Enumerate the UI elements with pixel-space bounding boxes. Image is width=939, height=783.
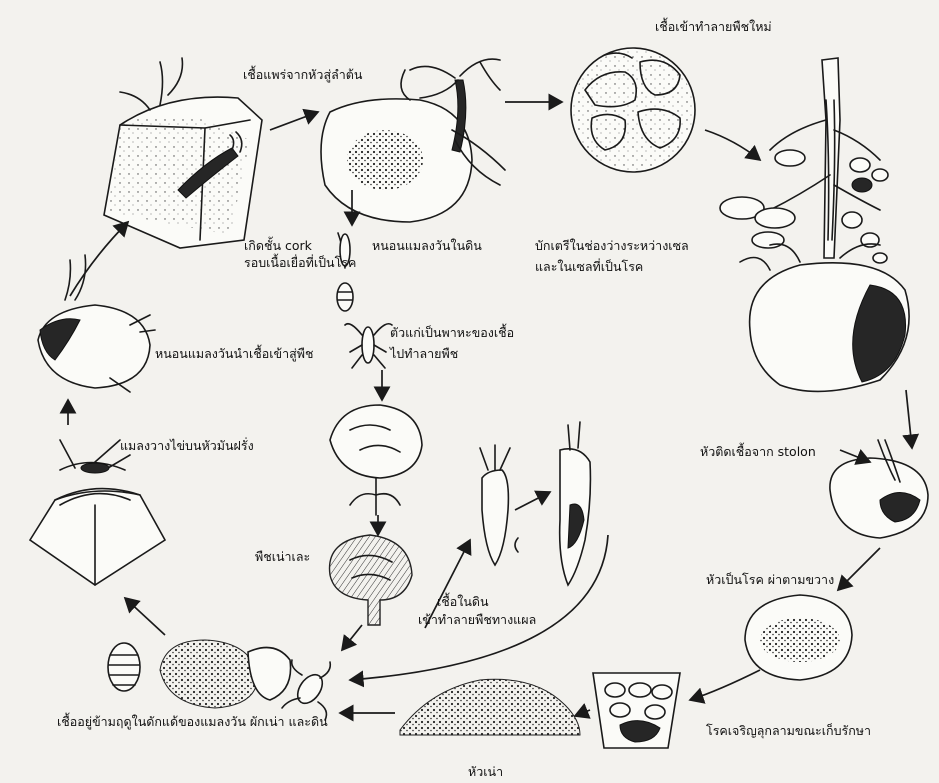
label-soil-line1: เชื้อในดิน bbox=[437, 593, 489, 610]
label-spread-to-stem: เชื้อแพร่จากหัวสู่ลำต้น bbox=[243, 66, 362, 83]
label-rotten-tuber: หัวเน่า bbox=[468, 763, 503, 780]
label-adult-line1: ตัวแก่เป็นพาหะของเชื้อ bbox=[390, 324, 514, 341]
label-bacteria-line1: บักเตรีในช่องว่างระหว่างเซล bbox=[535, 237, 689, 254]
storage-box bbox=[593, 673, 680, 748]
label-soft-rot-plant: พืชเน่าเละ bbox=[255, 548, 310, 565]
rotten-tuber-pile bbox=[400, 679, 580, 735]
label-stolon: หัวติดเชื้อจาก stolon bbox=[700, 443, 816, 460]
cabbage-plant bbox=[330, 405, 422, 515]
potato-plant-new-infection bbox=[720, 58, 909, 391]
label-soil-line2: เข้าทำลายพืชทางแผล bbox=[418, 611, 536, 628]
stolon-infected-tuber bbox=[830, 440, 928, 538]
tuber-spread-to-stem bbox=[321, 59, 505, 222]
label-fly-lays-eggs: แมลงวางไข่บนหัวมันฝรั่ง bbox=[120, 437, 254, 454]
maggot-entering-tuber bbox=[38, 255, 155, 392]
carrot-healthy bbox=[480, 445, 518, 565]
label-cross-section: หัวเป็นโรค ผ่าตามขวาง bbox=[706, 571, 834, 588]
label-cork-line2: รอบเนื้อเยื่อที่เป็นโรค bbox=[244, 254, 356, 271]
overwinter-sources bbox=[108, 640, 330, 720]
label-overwinter: เชื้ออยู่ข้ามฤดูในดักแด้ของแมลงวัน ผักเน… bbox=[57, 713, 328, 730]
infected-cells-circle bbox=[571, 48, 695, 172]
tuber-cross-section bbox=[745, 595, 852, 680]
soft-rot-plant bbox=[330, 535, 413, 625]
cut-tuber-with-maggot bbox=[104, 58, 262, 248]
label-adult-line2: ไปทำลายพืช bbox=[390, 345, 458, 362]
label-invades-new-plant: เชื้อเข้าทำลายพืชใหม่ bbox=[655, 18, 772, 35]
label-cork-line1: เกิดชั้น cork bbox=[244, 237, 312, 254]
label-bacteria-line2: และในเซลที่เป็นโรค bbox=[535, 258, 643, 275]
carrot-rotting bbox=[560, 422, 591, 585]
label-maggot-in-soil: หนอนแมลงวันในดิน bbox=[372, 237, 482, 254]
label-maggot-carries: หนอนแมลงวันนำเชื้อเข้าสู่พืช bbox=[155, 345, 313, 362]
label-storage-spread: โรคเจริญลุกลามขณะเก็บรักษา bbox=[706, 722, 871, 739]
fly-laying-eggs bbox=[30, 440, 165, 585]
